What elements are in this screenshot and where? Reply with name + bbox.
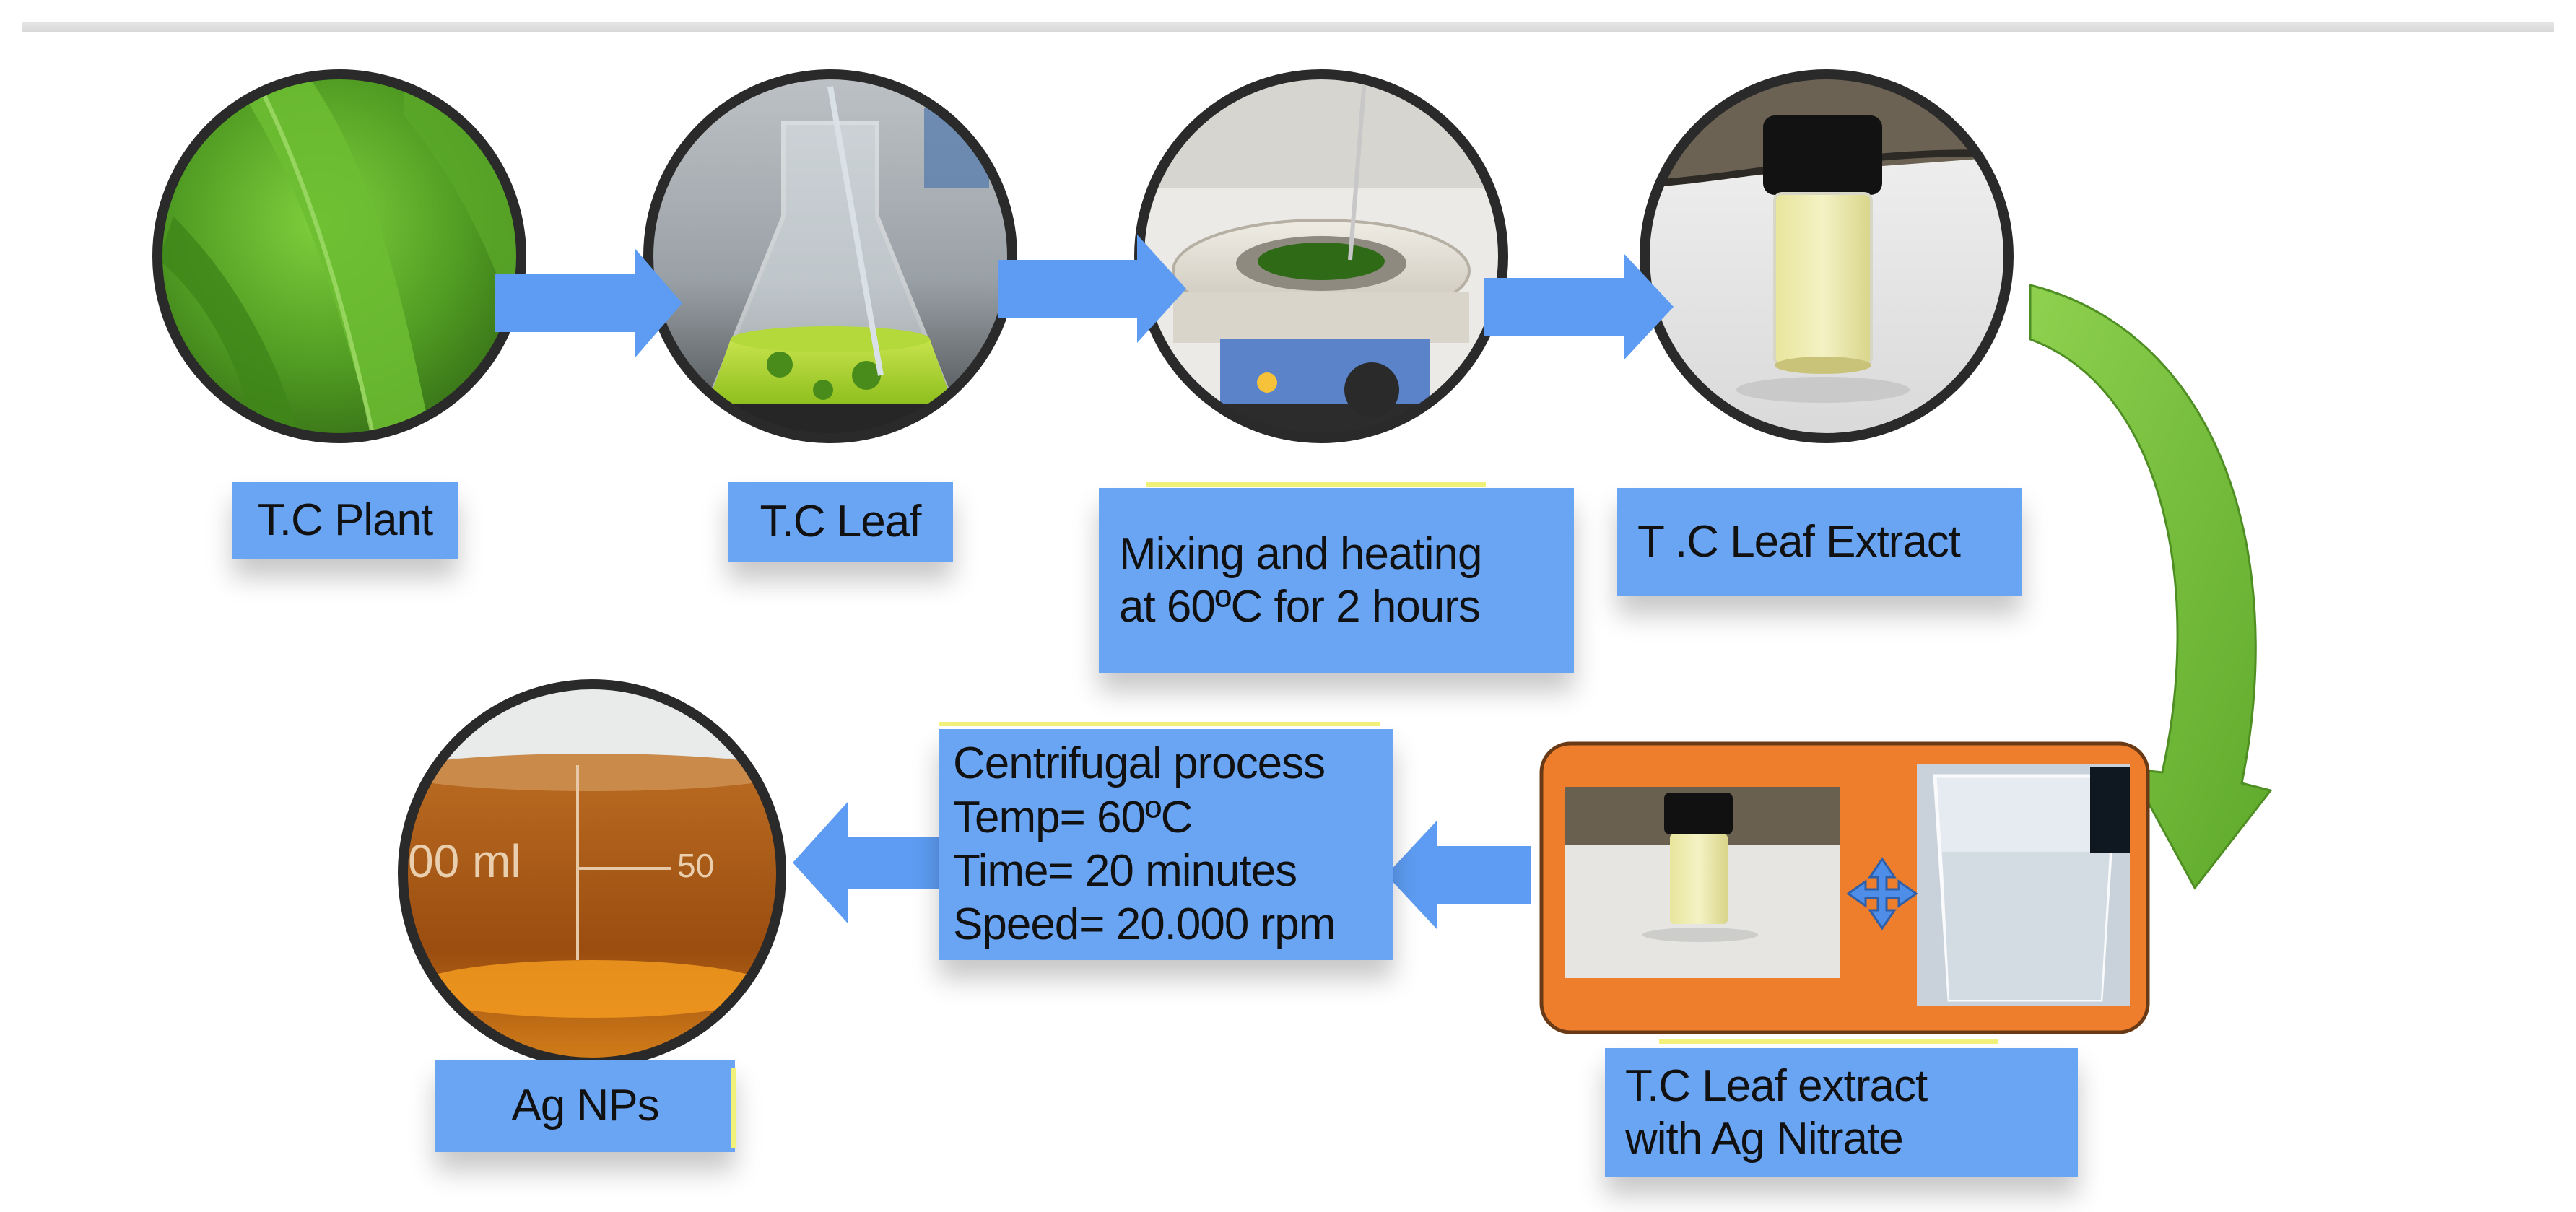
label-line: Centrifugal process	[953, 738, 1326, 789]
silver-nitrate-beaker-photo	[1917, 764, 2130, 1006]
label-tc-plant: T.C Plant	[232, 482, 458, 559]
top-divider	[22, 22, 2554, 32]
arrow-nitrate-to-centrifuge	[1386, 821, 1531, 929]
label-tc-leaf-extract: T .C Leaf Extract	[1617, 488, 2022, 596]
label-mixing-heating: Mixing and heating at 60ºC for 2 hours	[1099, 488, 1574, 673]
label-ag-nps: Ag NPs	[435, 1060, 735, 1152]
label-line: Speed= 20.000 rpm	[953, 899, 1336, 950]
nitrate-label-accent	[1659, 1039, 1998, 1044]
curved-arrow-extract-to-nitrate	[2029, 284, 2273, 890]
label-tc-leaf: T.C Leaf	[728, 482, 953, 562]
label-line: T.C Leaf extract	[1625, 1060, 1928, 1111]
label-line: T.C Plant	[257, 495, 434, 546]
beaker-ml-label: 00 ml	[408, 835, 521, 887]
plus-icon	[1846, 857, 1918, 930]
arrow-leaf-to-mixing	[998, 235, 1186, 343]
extract-photo	[1640, 69, 2014, 443]
nitrate-photos-frame	[1539, 741, 2150, 1034]
mixing-label-accent	[1146, 482, 1486, 487]
agnps-label-accent	[731, 1068, 736, 1148]
label-line: with Ag Nitrate	[1625, 1114, 1904, 1164]
leaf-photo	[643, 69, 1017, 443]
label-line: at 60ºC for 2 hours	[1119, 582, 1481, 632]
label-centrifugal-process: Centrifugal process Temp= 60ºC Time= 20 …	[939, 729, 1393, 960]
mixing-photo	[1134, 69, 1508, 443]
label-leaf-extract-ag-nitrate: T.C Leaf extract with Ag Nitrate	[1605, 1048, 2078, 1177]
arrow-plant-to-leaf	[495, 249, 682, 357]
arrow-centrifuge-to-agnps	[793, 801, 939, 924]
label-line: T .C Leaf Extract	[1637, 517, 1961, 567]
plant-photo	[152, 69, 526, 443]
label-line: T.C Leaf	[760, 497, 922, 547]
label-line: Mixing and heating	[1119, 528, 1482, 579]
centrifuge-label-accent	[939, 722, 1380, 726]
agnps-photo: 00 ml 50	[398, 679, 786, 1068]
extract-vial-photo	[1565, 787, 1840, 978]
label-line: Time= 20 minutes	[953, 846, 1297, 896]
arrow-mixing-to-extract	[1484, 254, 1674, 359]
label-line: Temp= 60ºC	[953, 792, 1193, 842]
beaker-50-label: 50	[677, 847, 714, 884]
label-line: Ag NPs	[511, 1081, 659, 1131]
